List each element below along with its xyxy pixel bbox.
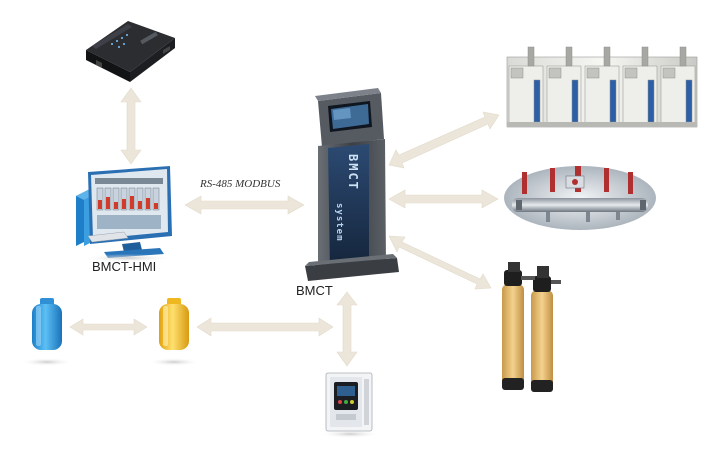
connection-arrows (69, 87, 500, 367)
boiler-units (508, 46, 696, 126)
monitor-icon (76, 166, 172, 258)
filter-tanks-icon (502, 262, 561, 392)
arrow-yellow-kiosk (196, 317, 334, 337)
arrow-kiosk-boilers (388, 111, 500, 169)
blue-tank-icon (21, 298, 73, 366)
arrow-kiosk-softener (388, 235, 492, 290)
protocol-label: RS-485 MODBUS (200, 178, 281, 190)
kiosk-icon: BMCT system (305, 88, 399, 281)
control-panel-icon (320, 372, 380, 438)
arrow-blue-yellow (69, 318, 148, 336)
boiler-bank-icon (506, 46, 698, 128)
arrow-hmi-kiosk (184, 195, 305, 215)
arrow-kiosk-panel (336, 291, 358, 367)
pipe-header-icon (504, 166, 656, 230)
kiosk-text-line2: system (334, 203, 344, 242)
hmi-label: BMCT-HMI (92, 259, 157, 274)
yellow-tank-icon (148, 298, 200, 366)
io-module-icon (86, 21, 175, 82)
kiosk-text-line1: BMCT (346, 154, 360, 191)
arrow-io-hmi (120, 87, 142, 165)
arrow-kiosk-pipe (388, 189, 499, 209)
bmct-label: BMCT (296, 283, 333, 298)
